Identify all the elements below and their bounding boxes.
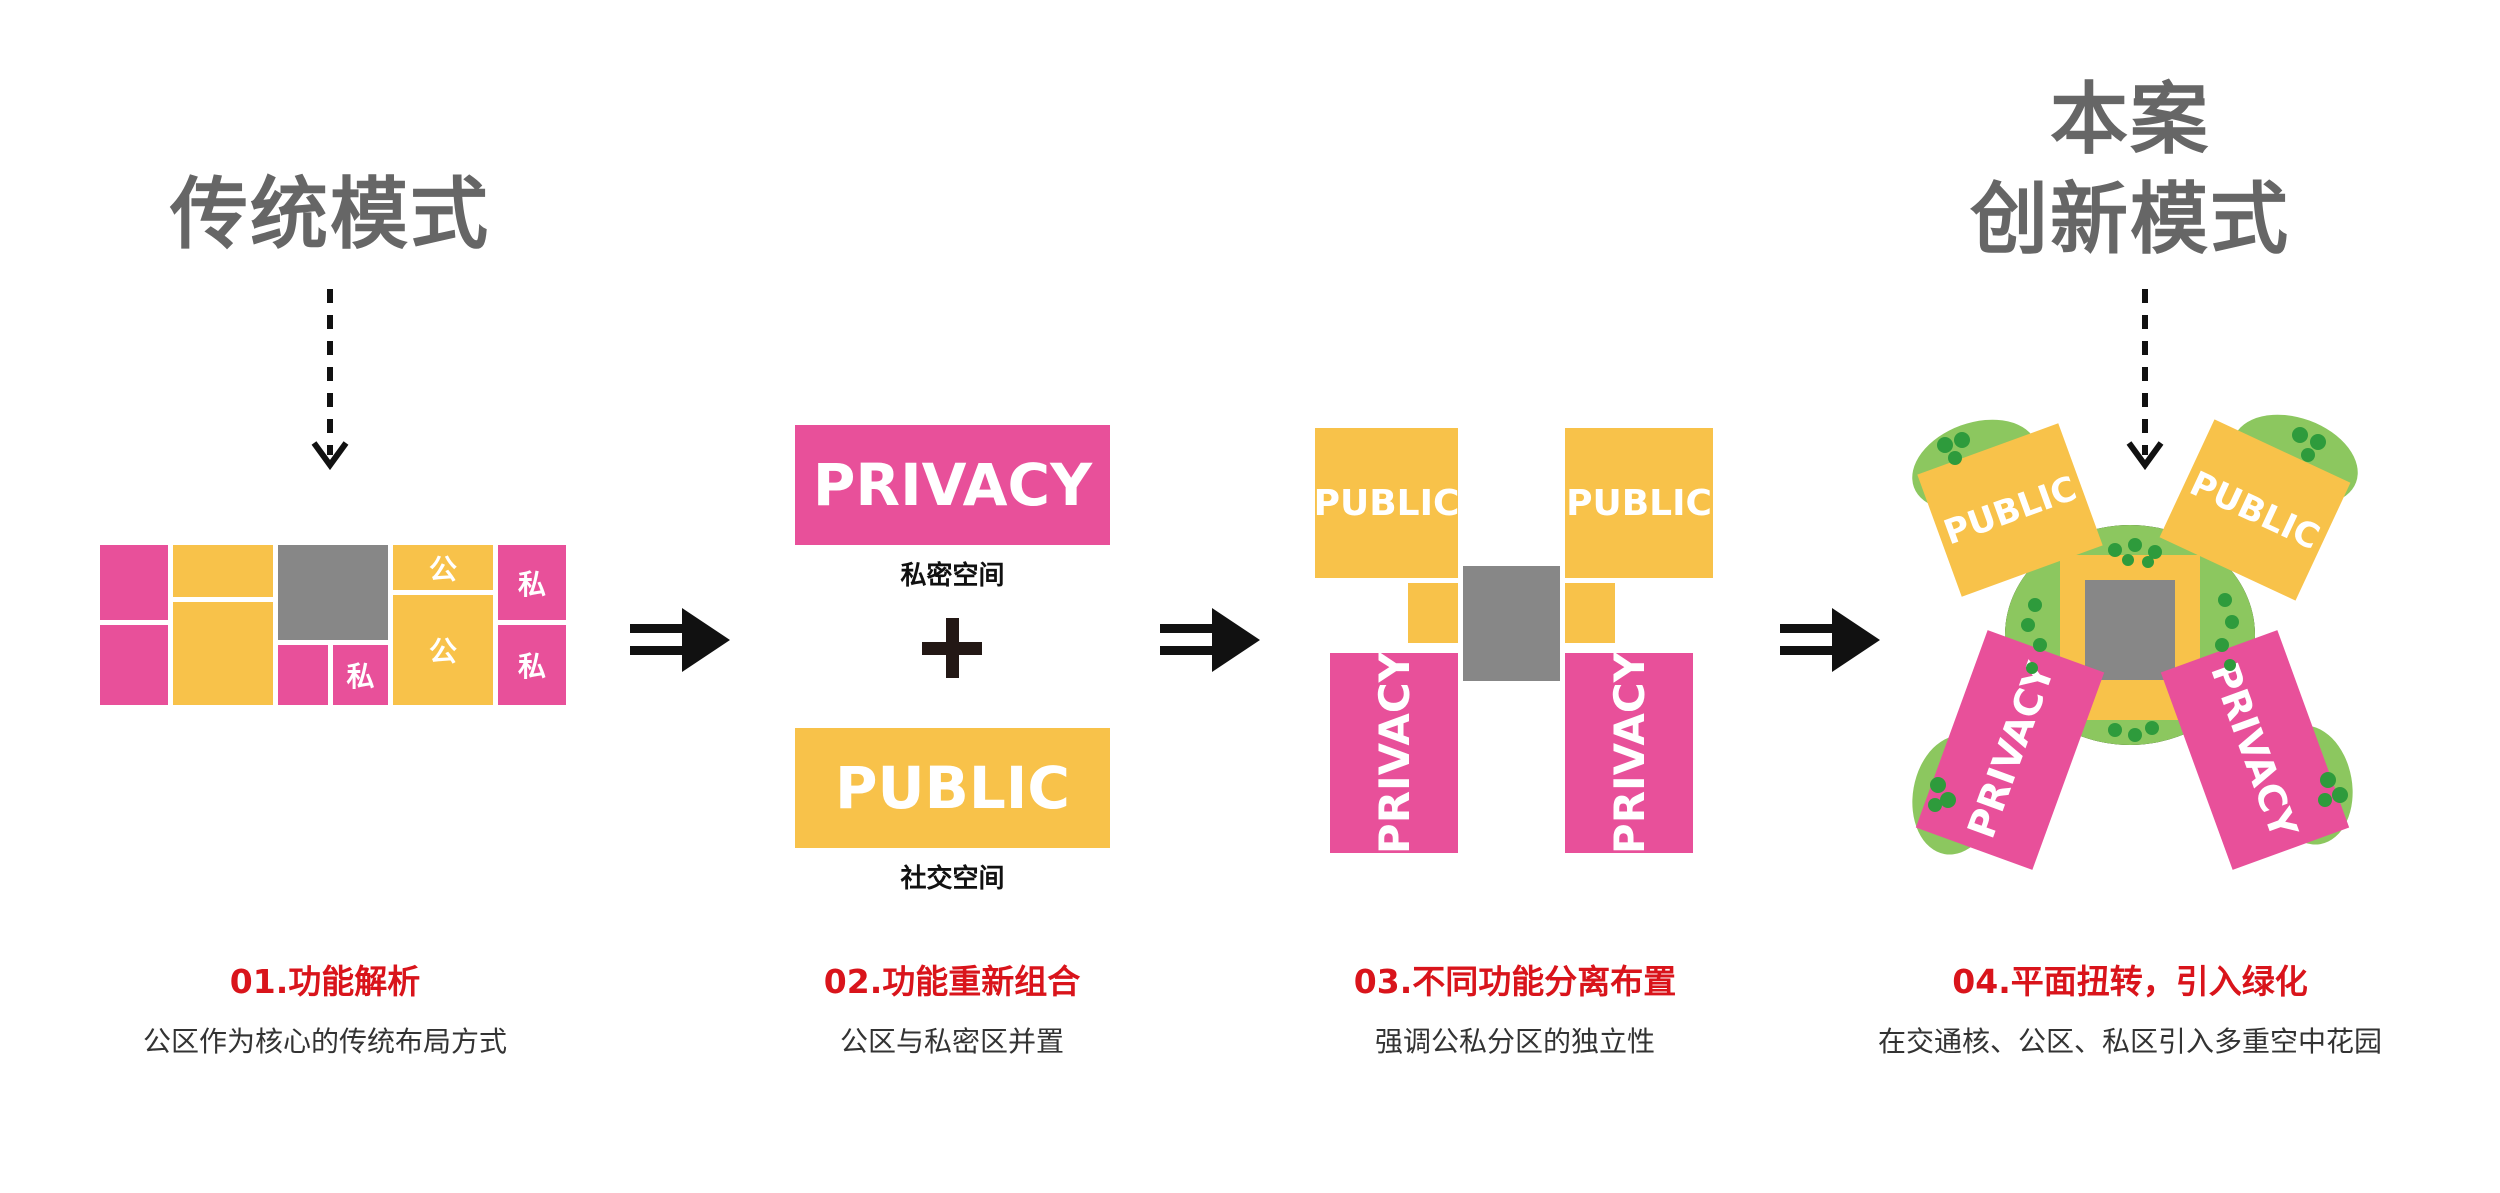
connector-block [1408, 583, 1458, 643]
caption-text-2: 公区与私密区并置 [839, 1025, 1064, 1058]
stage4-diagram: PUBLIC PUBLIC PRIVACY PRIVACY [1912, 414, 2358, 870]
caption-text-1: 公区作为核心的传统布局方式 [142, 1025, 507, 1058]
core-block [278, 545, 388, 640]
public-block: PUBLIC [1314, 428, 1459, 578]
public-block-label: 公 [393, 595, 493, 705]
privacy-block [2160, 630, 2350, 870]
public-block [1917, 423, 2103, 597]
private-block [100, 625, 168, 705]
private-block-label: 私 [498, 545, 566, 620]
core-block [2085, 580, 2175, 680]
public-block [173, 602, 273, 705]
tree-dots [1928, 427, 2348, 812]
public-block [173, 545, 273, 597]
double-arrow-icon [1780, 608, 1880, 672]
privacy-block [1565, 653, 1693, 853]
public-block: PUBLIC [795, 728, 1110, 848]
double-arrow-icon [1160, 608, 1260, 672]
innovative-mode-title-line1: 本案 [2049, 75, 2210, 165]
traditional-mode-title: 传统模式 [169, 170, 490, 260]
caption-text-3: 强调公私分区的独立性 [1374, 1025, 1655, 1058]
core-block [1463, 566, 1560, 681]
dashed-arrow-icon [311, 289, 349, 471]
privacy-block [1330, 653, 1458, 853]
privacy-subtitle: 私密空间 [900, 561, 1005, 591]
private-block [100, 545, 168, 620]
caption-title-2: 02.功能重新组合 [823, 962, 1081, 1001]
innovative-mode-title-line2: 创新模式 [1969, 175, 2290, 265]
public-block [2159, 419, 2351, 601]
privacy-label: PRIVACY [1369, 651, 1419, 855]
public-block-label: 公 [393, 545, 493, 590]
caption-title-4: 04.平面扭转，引入绿化 [1952, 962, 2308, 1001]
private-block-label: 私 [498, 625, 566, 705]
privacy-block: PRIVACY [795, 425, 1110, 545]
plus-icon [922, 618, 982, 678]
caption-title-3: 03.不同功能分离布置 [1353, 962, 1677, 1001]
caption-text-4: 在交通核、公区、私区引入多重空中花园 [1877, 1025, 2382, 1058]
caption-title-1: 01.功能解析 [229, 962, 421, 1001]
dashed-arrow-icon [2126, 289, 2164, 471]
public-subtitle: 社交空间 [900, 864, 1005, 894]
connector-block [1565, 583, 1615, 643]
public-block: PUBLIC [1565, 428, 1713, 578]
double-arrow-icon [630, 608, 730, 672]
private-block-label: 私 [333, 645, 388, 705]
privacy-block [1915, 630, 2105, 870]
private-block [278, 645, 328, 705]
privacy-label: PRIVACY [1604, 651, 1654, 855]
